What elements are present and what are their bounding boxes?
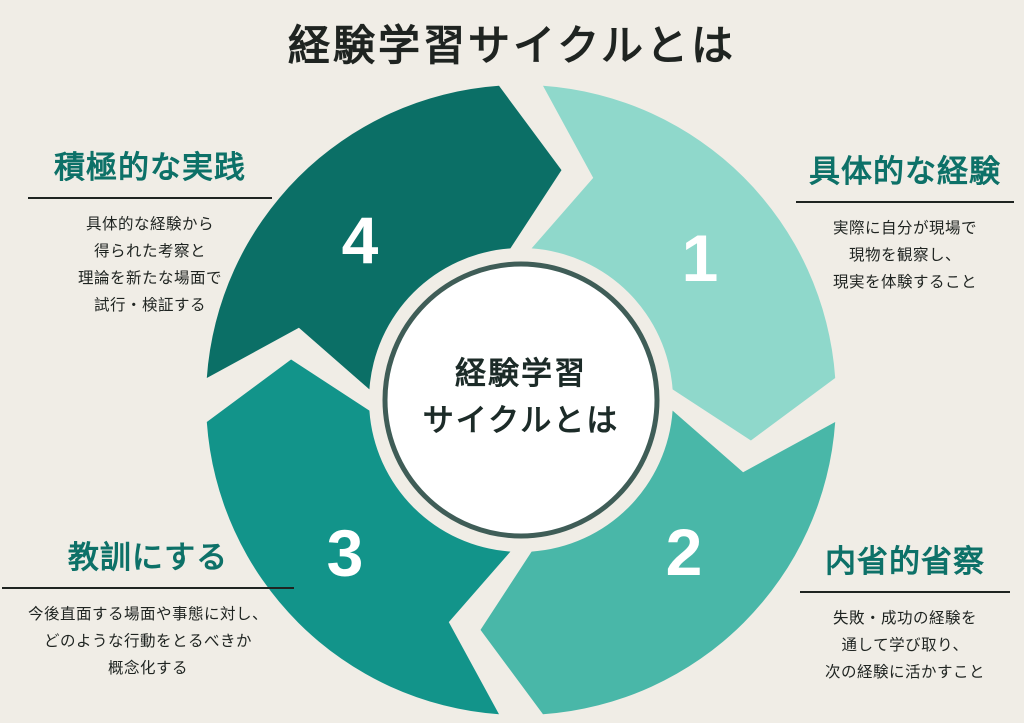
segment-1-shape [531, 85, 836, 441]
segment-3-number: 3 [327, 516, 364, 590]
segment-2-description: 失敗・成功の経験を 通して学び取り、 次の経験に活かすこと [824, 610, 985, 682]
page-title: 経験学習サイクルとは [288, 22, 736, 69]
segment-2-heading: 内省的省察 [800, 536, 1010, 593]
segment-1-description: 実際に自分が現場で 現物を観察し、 現実を体験すること [832, 220, 977, 292]
center-label-line2: サイクルとは [422, 403, 620, 438]
segment-4-number: 4 [342, 203, 379, 277]
label-block-active-practice: 積極的な実践 具体的な経験から 得られた考察と 理論を新たな場面で 試行・検証す… [28, 142, 272, 320]
segment-3-heading: 教訓にする [2, 532, 294, 589]
segment-4-description: 具体的な経験から 得られた考察と 理論を新たな場面で 試行・検証する [77, 216, 222, 315]
segment-1-number: 1 [682, 221, 719, 295]
segment-4-heading: 積極的な実践 [28, 142, 272, 199]
center-ring [382, 261, 660, 539]
segment-2-shape [480, 410, 836, 715]
label-block-lesson: 教訓にする 今後直面する場面や事態に対し、 どのような行動をとるべきか 概念化す… [2, 532, 294, 682]
label-block-reflective-observation: 内省的省察 失敗・成功の経験を 通して学び取り、 次の経験に活かすこと [800, 536, 1010, 686]
segment-1-heading: 具体的な経験 [796, 146, 1014, 203]
segment-3-shape [206, 359, 511, 715]
center-label-line1: 経験学習 [455, 356, 587, 391]
segment-4-shape [206, 85, 562, 390]
label-block-concrete-experience: 具体的な経験 実際に自分が現場で 現物を観察し、 現実を体験すること [796, 146, 1014, 296]
center-label: 経験学習 サイクルとは [371, 350, 671, 444]
segment-3-description: 今後直面する場面や事態に対し、 どのような行動をとるべきか 概念化する [27, 606, 268, 678]
segment-2-number: 2 [666, 515, 703, 589]
